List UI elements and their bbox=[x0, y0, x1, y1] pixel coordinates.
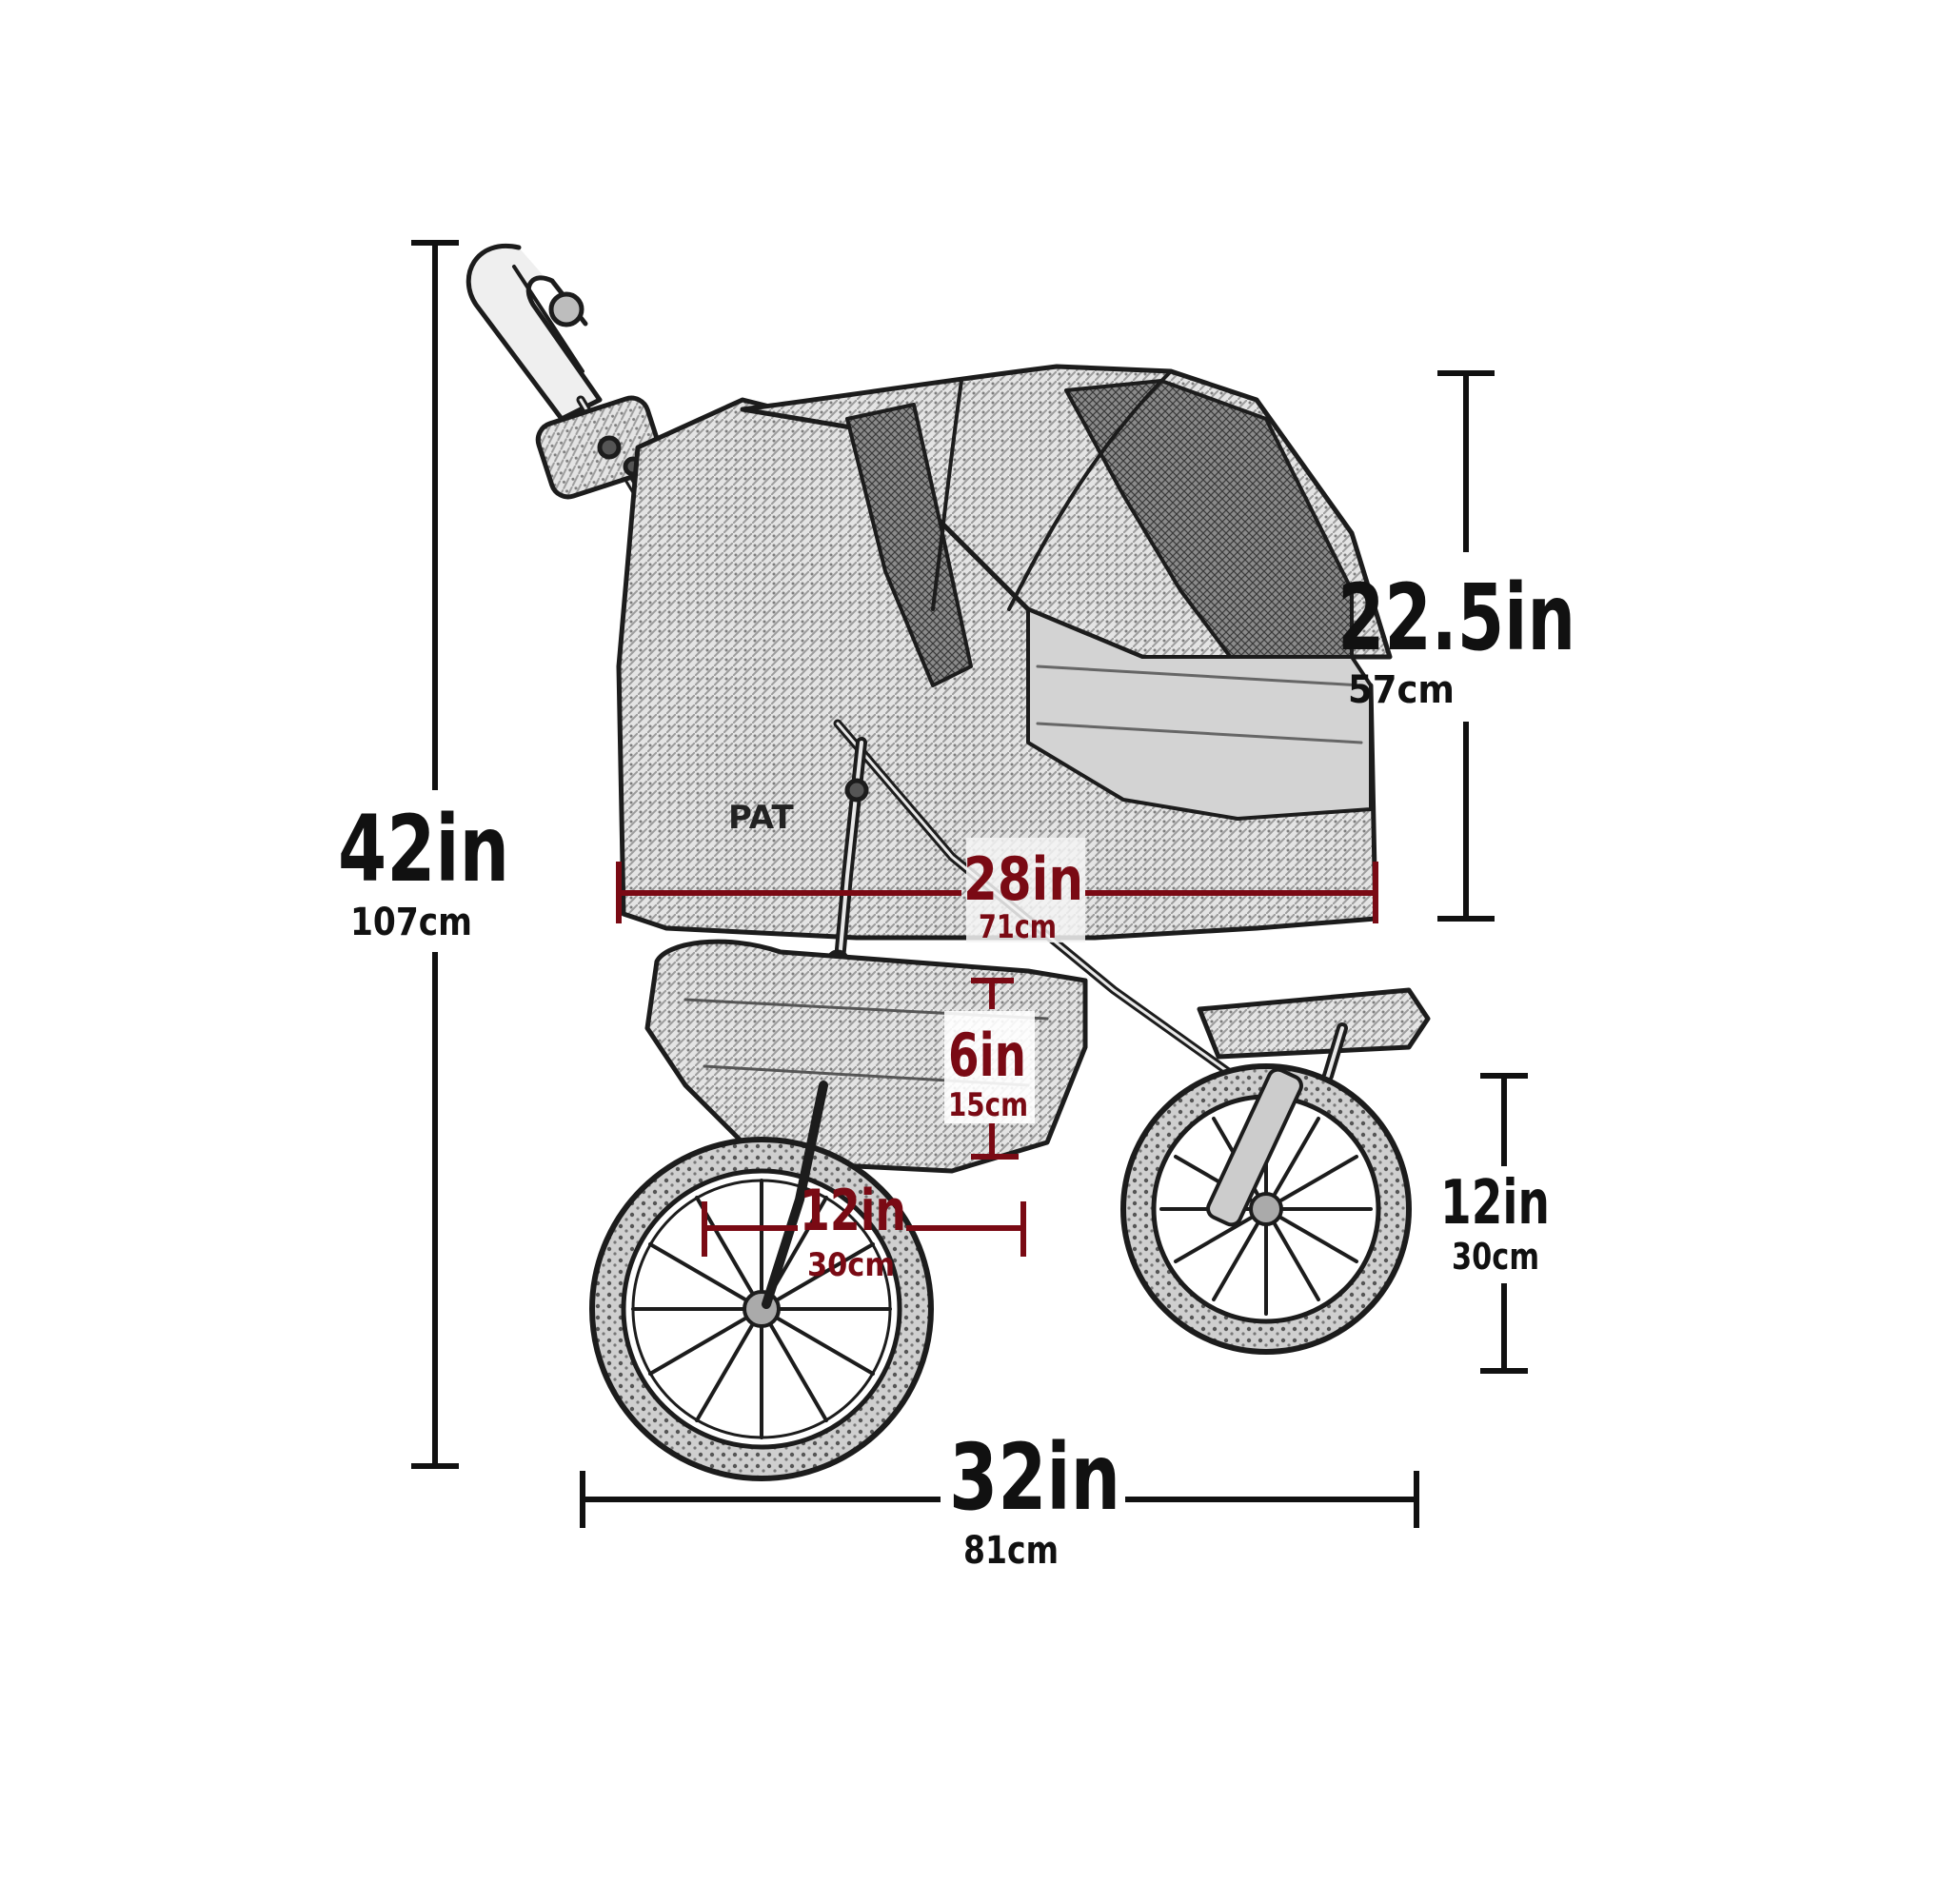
brand-logo: PAT bbox=[728, 799, 794, 837]
basket-depth-label-bg bbox=[944, 1011, 1035, 1123]
rear-wheel-metric: 30cm bbox=[807, 1246, 895, 1284]
canopy-height-imperial: 22.5in bbox=[1337, 565, 1575, 671]
basket-depth-imperial: 6in bbox=[948, 1021, 1026, 1090]
total-length-metric: 81cm bbox=[963, 1529, 1059, 1573]
cabin-length-metric: 71cm bbox=[979, 908, 1057, 946]
cabin-front-panel bbox=[1026, 607, 1373, 821]
handlebar bbox=[465, 244, 603, 422]
hinge bbox=[535, 395, 664, 500]
front-wheel-imperial: 12in bbox=[1440, 1168, 1550, 1239]
dimension-rear-wheel bbox=[702, 1201, 1026, 1257]
total-height-imperial: 42in bbox=[338, 796, 509, 902]
dimension-total-length bbox=[580, 1471, 1419, 1528]
rear-wheel bbox=[589, 1137, 934, 1481]
rear-wheel-imperial: 12in bbox=[800, 1178, 906, 1244]
total-height-metric: 107cm bbox=[350, 901, 472, 944]
cabin-length-imperial: 28in bbox=[963, 844, 1083, 914]
front-wheel bbox=[1120, 1063, 1412, 1355]
total-length-imperial: 32in bbox=[949, 1424, 1120, 1531]
dimension-cabin-length bbox=[616, 862, 1378, 923]
dimension-basket-depth bbox=[971, 978, 1019, 1160]
canopy-height-metric: 57cm bbox=[1348, 668, 1455, 712]
dimension-total-height bbox=[411, 240, 459, 1469]
basket-depth-metric: 15cm bbox=[948, 1086, 1028, 1124]
front-wheel-metric: 30cm bbox=[1452, 1236, 1539, 1278]
dimension-front-wheel bbox=[1480, 1073, 1528, 1374]
canopy-stripe bbox=[845, 403, 973, 687]
front-tray bbox=[1197, 987, 1431, 1060]
dimension-canopy-height bbox=[1437, 370, 1495, 922]
cabin-length-label-bg bbox=[966, 838, 1085, 942]
stroller-illustration: PAT bbox=[465, 244, 1431, 1481]
